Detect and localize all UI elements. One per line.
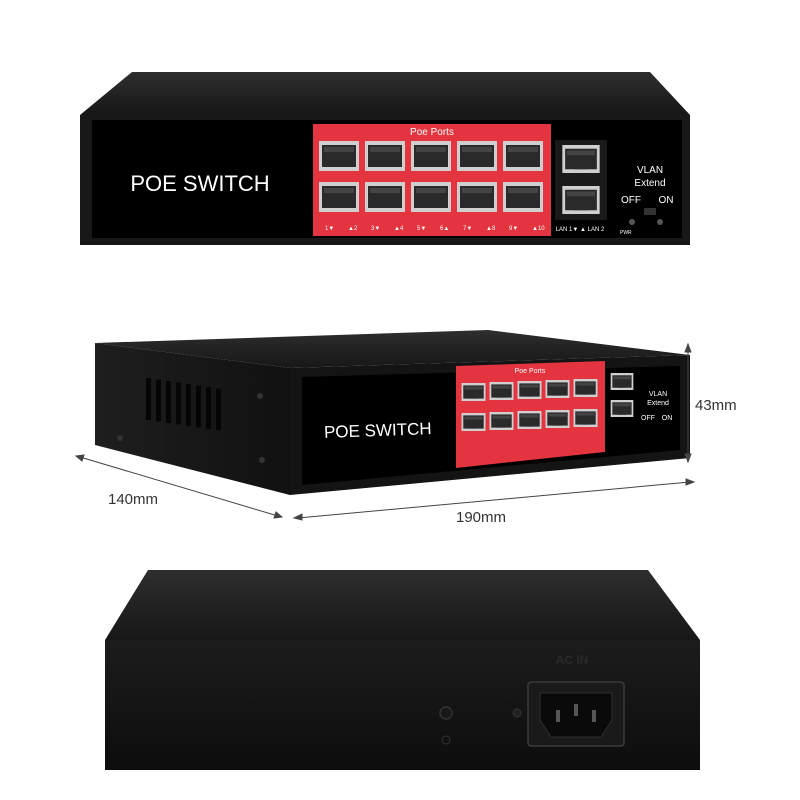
lan-port-2[interactable]: [562, 186, 600, 214]
iso-poe-port: [489, 412, 514, 430]
iso-poe-port: [461, 383, 486, 401]
vent-slot: [176, 382, 181, 425]
poe-port-8[interactable]: [457, 182, 497, 212]
vent-slot: [196, 385, 201, 428]
iso-vlan-on: ON: [662, 415, 673, 422]
front-vlan-on: ON: [659, 195, 674, 206]
iso-vlan-title-2: Extend: [647, 400, 669, 407]
front-vlan-off: OFF: [621, 195, 641, 206]
iso-device-label: POE SWITCH: [324, 419, 432, 442]
iso-vlan-off: OFF: [641, 415, 655, 422]
poe-port-6[interactable]: [411, 182, 451, 212]
front-pwr-led: [629, 219, 635, 225]
poe-port-2[interactable]: [319, 182, 359, 212]
front-vlan-title-2: Extend: [634, 178, 665, 189]
port-label: ▲10: [532, 226, 545, 232]
vent-slot: [166, 381, 171, 423]
rear-view: AC IN: [105, 570, 700, 770]
iso-poe-port: [545, 380, 570, 398]
front-view-lid: [80, 72, 690, 115]
port-label: 5▼: [417, 226, 426, 232]
power-socket[interactable]: [527, 681, 625, 747]
rear-lid: [105, 570, 700, 640]
poe-port-7[interactable]: [457, 141, 497, 171]
iso-poe-port: [573, 409, 598, 427]
ground-symbol-icon: [441, 735, 451, 745]
iso-screw: [259, 457, 265, 463]
port-label: 7▼: [463, 226, 472, 232]
dimension-height: 43mm: [695, 397, 737, 414]
front-device-label: POE SWITCH: [130, 171, 269, 196]
port-label: ▲2: [348, 226, 358, 232]
vent-slot: [186, 384, 191, 426]
iso-poe-port: [461, 413, 486, 431]
iso-poe-port: [517, 381, 542, 399]
iso-vlan-title-1: VLAN: [649, 391, 667, 398]
port-label: ▲4: [394, 226, 404, 232]
front-vlan-title-1: VLAN: [637, 165, 663, 176]
iso-poe-port: [545, 410, 570, 428]
dimension-depth: 140mm: [108, 491, 158, 508]
port-label: 1▼: [325, 226, 334, 232]
front-vlan-led: [657, 219, 663, 225]
poe-port-9[interactable]: [503, 141, 543, 171]
vent-slot: [206, 387, 211, 429]
poe-port-10[interactable]: [503, 182, 543, 212]
dimension-width: 190mm: [456, 509, 506, 526]
iso-poe-port: [489, 382, 514, 400]
port-label: 6▲: [440, 226, 449, 232]
iso-poe-port: [573, 379, 598, 397]
front-poe-block: [313, 124, 551, 236]
vent-slot: [156, 379, 161, 422]
front-port-labels: 1▼ ▲2 3▼ ▲4 5▼ 6▲ 7▼ ▲8 9▼ ▲10: [325, 226, 545, 232]
lan-port-1[interactable]: [562, 145, 600, 173]
iso-side: [95, 343, 290, 495]
ground-screw: [439, 706, 453, 720]
iso-lan-port-1: [610, 373, 634, 390]
vent-slot: [216, 388, 221, 431]
port-label: ▲8: [486, 226, 496, 232]
poe-port-3[interactable]: [365, 141, 405, 171]
iso-lan-port-2: [610, 400, 634, 417]
poe-port-5[interactable]: [411, 141, 451, 171]
rear-screw: [512, 708, 522, 718]
iso-top: [95, 330, 690, 368]
port-label: 3▼: [371, 226, 380, 232]
iso-screw: [257, 393, 263, 399]
front-poe-header: Poe Ports: [410, 127, 454, 138]
front-lan-labels: LAN 1▼ ▲ LAN 2: [556, 227, 605, 233]
poe-port-4[interactable]: [365, 182, 405, 212]
iso-poe-port: [517, 411, 542, 429]
front-view: POE SWITCH Poe Ports 1▼ ▲2 3▼ ▲4 5▼ 6▲ 7▼ ▲8 9▼ ▲…: [80, 72, 690, 245]
iso-screw: [117, 435, 123, 441]
rear-power-label: AC IN: [556, 653, 589, 667]
dimension-lines: [74, 342, 696, 521]
port-label: 9▼: [509, 226, 518, 232]
iso-poe-header: Poe Ports: [515, 368, 546, 375]
poe-port-1[interactable]: [319, 141, 359, 171]
front-vlan-toggle[interactable]: [644, 208, 656, 215]
front-pwr-label: PWR: [620, 230, 632, 236]
iso-view: POE SWITCH Poe Ports VLAN Extend OFF ON …: [74, 330, 737, 526]
vent-slot: [146, 378, 151, 420]
iso-vent-slots: [146, 378, 221, 431]
